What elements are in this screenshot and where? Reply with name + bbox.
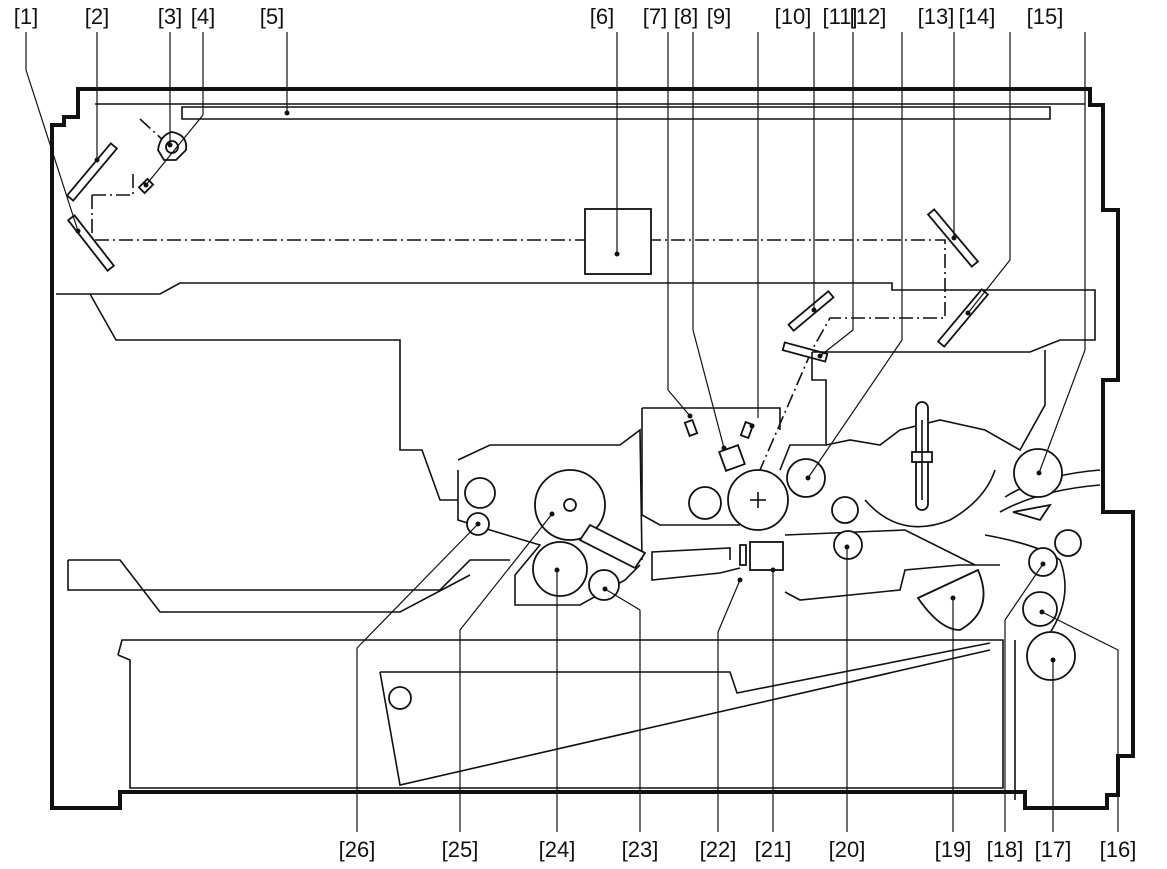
callout-7: [7] xyxy=(643,4,667,29)
callout-17: [17] xyxy=(1035,837,1072,862)
delivery-roller-upper xyxy=(464,477,496,509)
callout-8: [8] xyxy=(674,4,698,29)
mirror-11 xyxy=(781,341,829,363)
manual-feed-tray-fan xyxy=(916,568,985,631)
callout-14: [14] xyxy=(959,4,996,29)
vertical-path-roller-2 xyxy=(1054,529,1082,557)
callout-9: [9] xyxy=(707,4,731,29)
cleaner-roller xyxy=(688,486,722,520)
callout-1: [1] xyxy=(14,4,38,29)
fixer-outlet-roller xyxy=(588,569,620,601)
toner-hopper-agitator xyxy=(911,401,933,511)
callout-6: [6] xyxy=(590,4,614,29)
callout-25: [25] xyxy=(442,837,479,862)
mirror-10 xyxy=(787,289,835,333)
callout-10: [10] xyxy=(775,4,812,29)
pressure-roller xyxy=(532,541,588,597)
delivery-guide xyxy=(578,523,647,570)
callout-18: [18] xyxy=(987,837,1024,862)
callout-24: [24] xyxy=(539,837,576,862)
callout-23: [23] xyxy=(622,837,659,862)
upper-registration-roller xyxy=(831,496,859,524)
sensor-7 xyxy=(683,418,699,438)
machine-housing xyxy=(50,87,1135,810)
callout-20: [20] xyxy=(829,837,866,862)
pre-exposure-lamp xyxy=(718,444,746,472)
separation-pad xyxy=(1012,503,1052,522)
separation-roller xyxy=(1026,631,1076,681)
callout-labels: [1] [2] [3] [4] [5] [6] [7] [8] [9] [10]… xyxy=(14,4,1137,862)
internal-frame xyxy=(56,282,1101,800)
fixing-roller-core xyxy=(563,498,577,512)
callout-11: [11] xyxy=(822,4,857,29)
feed-roller xyxy=(1022,591,1058,627)
callout-19: [19] xyxy=(935,837,972,862)
mirror-2 xyxy=(65,142,119,202)
leader-lines xyxy=(25,32,1119,832)
rollers xyxy=(388,401,1082,710)
cassette-hole xyxy=(388,686,412,710)
separation-static-eliminator xyxy=(739,544,747,566)
callout-26: [26] xyxy=(339,837,376,862)
photosensitive-drum xyxy=(727,469,789,531)
callout-16: [16] xyxy=(1100,837,1137,862)
callout-22: [22] xyxy=(700,837,737,862)
callout-3: [3] xyxy=(158,4,182,29)
transfer-charging-block xyxy=(749,541,784,571)
callout-4: [4] xyxy=(191,4,215,29)
callout-12: [12] xyxy=(850,4,887,29)
lens-unit xyxy=(584,208,652,275)
callout-2: [2] xyxy=(85,4,109,29)
callout-15: [15] xyxy=(1027,4,1064,29)
callout-5: [5] xyxy=(260,4,284,29)
callout-13: [13] xyxy=(918,4,955,29)
callout-21: [21] xyxy=(755,837,792,862)
